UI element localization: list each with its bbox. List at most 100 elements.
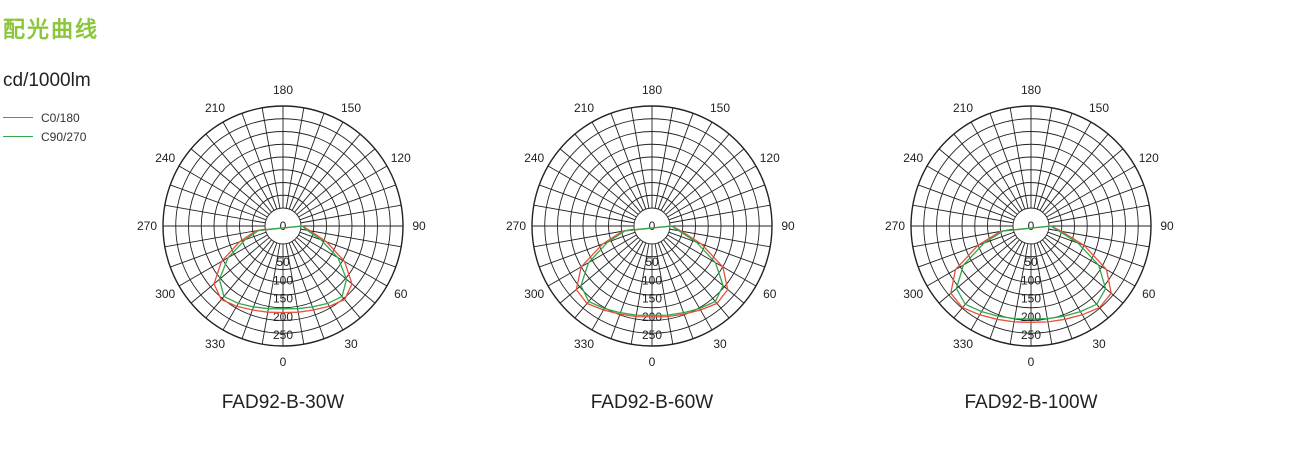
radial-tick-label: 0 — [649, 219, 656, 233]
grid-spoke — [668, 184, 765, 221]
grid-spoke — [1047, 231, 1144, 268]
angle-label: 30 — [344, 337, 358, 351]
grid-spoke — [261, 243, 281, 345]
radial-tick-label: 200 — [273, 310, 293, 324]
legend-label-c0: C0/180 — [41, 110, 80, 125]
series-curve-c90-270 — [955, 225, 1107, 320]
grid-spoke — [1046, 165, 1136, 218]
radial-tick-label: 250 — [273, 328, 293, 342]
legend-swatch-c90 — [3, 136, 33, 137]
grid-spoke — [669, 228, 771, 248]
angle-label: 180 — [1021, 83, 1041, 97]
grid-spoke — [665, 237, 745, 304]
series-curve-c90-270 — [218, 225, 348, 310]
grid-spoke — [654, 243, 674, 345]
grid-spoke — [559, 237, 639, 304]
chart-caption: FAD92-B-100W — [964, 392, 1097, 413]
grid-spoke — [222, 121, 275, 211]
angle-label: 0 — [1028, 355, 1035, 369]
grid-spoke — [299, 231, 396, 268]
grid-spoke — [261, 107, 281, 209]
angle-label: 240 — [524, 151, 544, 165]
grid-spoke — [241, 113, 278, 210]
angle-label: 150 — [710, 101, 730, 115]
grid-spoke — [285, 107, 305, 209]
radial-tick-label: 0 — [1028, 219, 1035, 233]
grid-spoke — [989, 113, 1026, 210]
grid-spoke — [300, 228, 402, 248]
grid-spoke — [1046, 234, 1136, 287]
grid-spoke — [241, 242, 278, 339]
grid-spoke — [539, 231, 636, 268]
radial-tick-label: 100 — [642, 273, 662, 287]
grid-spoke — [630, 107, 650, 209]
grid-spoke — [970, 121, 1023, 211]
grid-spoke — [1036, 113, 1073, 210]
grid-spoke — [926, 165, 1016, 218]
angle-label: 240 — [155, 151, 175, 165]
grid-spoke — [288, 242, 325, 339]
angle-label: 330 — [953, 337, 973, 351]
angle-label: 270 — [506, 219, 526, 233]
radial-tick-label: 100 — [1021, 273, 1041, 287]
angle-label: 60 — [394, 287, 408, 301]
grid-spoke — [288, 113, 325, 210]
angle-label: 90 — [781, 219, 795, 233]
grid-spoke — [1033, 107, 1053, 209]
grid-spoke — [170, 184, 267, 221]
grid-spoke — [1044, 148, 1124, 215]
polar-chart-1: 1801501209060300330300270240210050100150… — [137, 83, 426, 413]
angle-label: 90 — [412, 219, 426, 233]
grid-spoke — [205, 239, 272, 319]
angle-label: 60 — [1142, 287, 1156, 301]
angle-label: 330 — [205, 337, 225, 351]
radial-tick-label: 50 — [1024, 255, 1038, 269]
grid-spoke — [938, 237, 1018, 304]
grid-spoke — [926, 234, 1016, 287]
angle-label: 90 — [1160, 219, 1174, 233]
angle-label: 300 — [903, 287, 923, 301]
legend: C0/180 C90/270 — [3, 108, 86, 146]
grid-spoke — [1044, 237, 1124, 304]
grid-spoke — [1009, 243, 1029, 345]
angle-label: 30 — [1092, 337, 1106, 351]
grid-spoke — [178, 165, 268, 218]
radial-tick-label: 200 — [1021, 310, 1041, 324]
grid-spoke — [547, 165, 637, 218]
grid-spoke — [296, 237, 376, 304]
grid-spoke — [296, 148, 376, 215]
grid-spoke — [610, 113, 647, 210]
grid-spoke — [668, 231, 765, 268]
radial-tick-label: 50 — [645, 255, 659, 269]
page-title: 配光曲线 — [3, 18, 100, 43]
grid-spoke — [1048, 204, 1150, 224]
legend-item-c0: C0/180 — [3, 108, 86, 127]
angle-label: 300 — [524, 287, 544, 301]
angle-label: 0 — [649, 355, 656, 369]
grid-spoke — [574, 239, 641, 319]
angle-label: 150 — [341, 101, 361, 115]
grid-spoke — [1033, 243, 1053, 345]
radial-tick-label: 250 — [642, 328, 662, 342]
grid-spoke — [294, 133, 361, 213]
radial-tick-label: 100 — [273, 273, 293, 287]
grid-spoke — [918, 184, 1015, 221]
radial-tick-label: 50 — [276, 255, 290, 269]
grid-spoke — [285, 243, 305, 345]
radial-tick-label: 150 — [273, 292, 293, 306]
angle-label: 30 — [713, 337, 727, 351]
grid-spoke — [669, 204, 771, 224]
radial-tick-label: 150 — [642, 292, 662, 306]
grid-spoke — [667, 165, 757, 218]
grid-spoke — [539, 184, 636, 221]
grid-spoke — [205, 133, 272, 213]
legend-swatch-c0 — [3, 117, 33, 118]
angle-label: 180 — [273, 83, 293, 97]
grid-spoke — [291, 121, 344, 211]
unit-label: cd/1000lm — [3, 70, 91, 91]
grid-spoke — [291, 241, 344, 331]
polar-chart-3: 1801501209060300330300270240210050100150… — [885, 83, 1174, 413]
grid-spoke — [299, 184, 396, 221]
radial-tick-label: 150 — [1021, 292, 1041, 306]
angle-label: 330 — [574, 337, 594, 351]
